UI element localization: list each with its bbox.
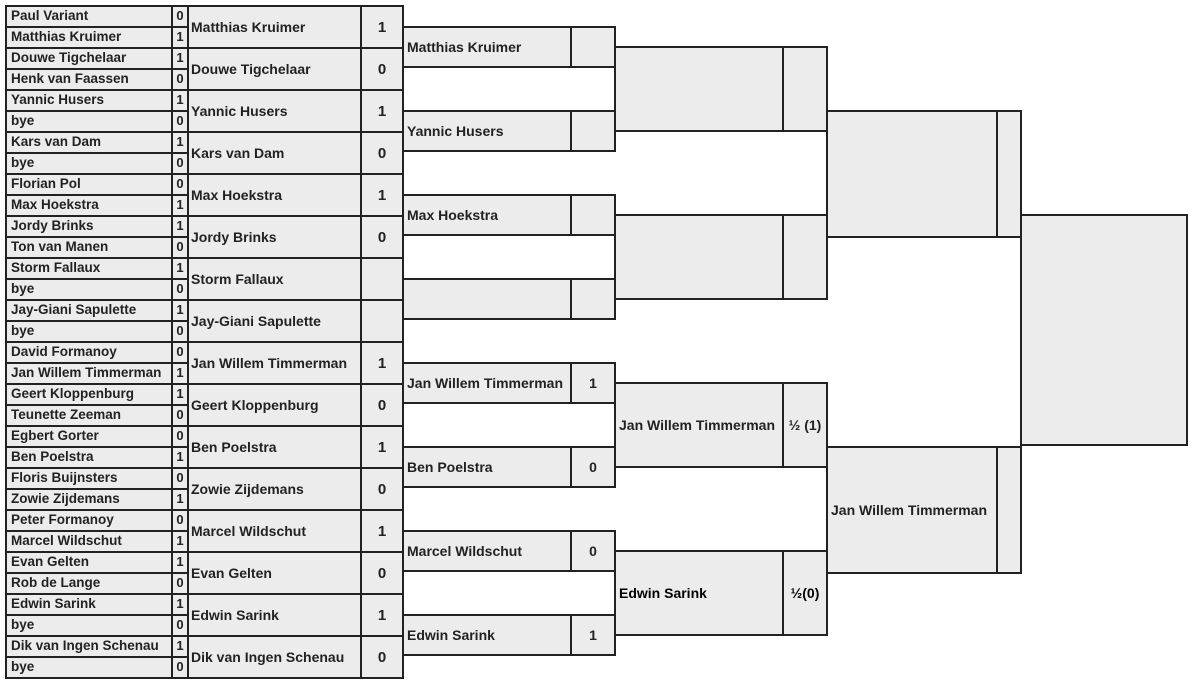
round1-player-name: Jay-Giani Sapulette: [5, 299, 173, 322]
round2-player-score: 0: [360, 467, 404, 511]
round5-player-name: Jan Willem Timmerman: [826, 446, 998, 574]
round1-player-name: David Formanoy: [5, 341, 173, 364]
round2-player-name: Evan Gelten: [187, 551, 362, 595]
round3-player-name: Edwin Sarink: [402, 614, 572, 656]
round3-player-name: Yannic Husers: [402, 110, 572, 152]
round1-player-name: Ton van Manen: [5, 236, 173, 259]
round2-player-name: Storm Fallaux: [187, 257, 362, 301]
round3-player-score: [570, 110, 616, 152]
round1-player-name: Douwe Tigchelaar: [5, 47, 173, 70]
round1-player-name: Florian Pol: [5, 173, 173, 196]
round2-player-name: Jordy Brinks: [187, 215, 362, 259]
round2-player-name: Jan Willem Timmerman: [187, 341, 362, 385]
round2-player-name: Jay-Giani Sapulette: [187, 299, 362, 343]
round1-player-name: Floris Buijnsters: [5, 467, 173, 490]
round2-player-score: 1: [360, 593, 404, 637]
round1-player-name: Henk van Faassen: [5, 68, 173, 91]
round1-player-name: Jordy Brinks: [5, 215, 173, 238]
round1-player-name: Matthias Kruimer: [5, 26, 173, 49]
round3-player-score: [570, 26, 616, 68]
round1-player-name: Evan Gelten: [5, 551, 173, 574]
round2-player-score: 0: [360, 131, 404, 175]
round5-player-score: [996, 446, 1022, 574]
round2-player-score: [360, 299, 404, 343]
round1-player-name: bye: [5, 614, 173, 637]
round2-player-name: Edwin Sarink: [187, 593, 362, 637]
round2-player-name: Max Hoekstra: [187, 173, 362, 217]
round1-player-name: Geert Kloppenburg: [5, 383, 173, 406]
round1-player-name: Yannic Husers: [5, 89, 173, 112]
round1-player-name: Edwin Sarink: [5, 593, 173, 616]
round2-player-score: 0: [360, 47, 404, 91]
round1-player-name: Max Hoekstra: [5, 194, 173, 217]
round2-player-name: Geert Kloppenburg: [187, 383, 362, 427]
round3-player-name: Ben Poelstra: [402, 446, 572, 488]
round1-player-name: Rob de Lange: [5, 572, 173, 595]
round2-player-name: Marcel Wildschut: [187, 509, 362, 553]
round3-player-score: [570, 194, 616, 236]
round1-player-name: Teunette Zeeman: [5, 404, 173, 427]
round1-player-name: Dik van Ingen Schenau: [5, 635, 173, 658]
round4-player-name: Edwin Sarink: [614, 550, 784, 636]
round2-player-name: Douwe Tigchelaar: [187, 47, 362, 91]
round1-player-name: bye: [5, 152, 173, 175]
round1-player-name: Kars van Dam: [5, 131, 173, 154]
round3-player-name: Matthias Kruimer: [402, 26, 572, 68]
round4-player-score: ½(0): [782, 550, 828, 636]
round2-player-score: 0: [360, 635, 404, 679]
round1-player-name: Paul Variant: [5, 5, 173, 28]
round3-player-name: Jan Willem Timmerman: [402, 362, 572, 404]
round2-player-score: 0: [360, 215, 404, 259]
round2-player-score: [360, 257, 404, 301]
round2-player-name: Dik van Ingen Schenau: [187, 635, 362, 679]
round5-player-score: [996, 110, 1022, 238]
round1-player-name: Egbert Gorter: [5, 425, 173, 448]
round1-player-name: bye: [5, 656, 173, 679]
round4-player-score: [782, 46, 828, 132]
round2-player-score: 0: [360, 551, 404, 595]
round2-player-name: Yannic Husers: [187, 89, 362, 133]
round3-player-score: 0: [570, 446, 616, 488]
round1-player-name: Jan Willem Timmerman: [5, 362, 173, 385]
round2-player-score: 1: [360, 5, 404, 49]
round2-player-score: 1: [360, 89, 404, 133]
round3-player-name: Marcel Wildschut: [402, 530, 572, 572]
final-slot: [1020, 214, 1188, 446]
round1-player-name: Storm Fallaux: [5, 257, 173, 280]
round5-player-name: [826, 110, 998, 238]
round1-player-name: bye: [5, 320, 173, 343]
round1-player-name: Ben Poelstra: [5, 446, 173, 469]
round3-player-score: [570, 278, 616, 320]
round3-player-score: 1: [570, 362, 616, 404]
round2-player-score: 1: [360, 509, 404, 553]
round3-player-score: 1: [570, 614, 616, 656]
round1-player-name: Zowie Zijdemans: [5, 488, 173, 511]
round4-player-name: Jan Willem Timmerman: [614, 382, 784, 468]
round3-player-score: 0: [570, 530, 616, 572]
round4-player-name: [614, 214, 784, 300]
round1-player-name: Marcel Wildschut: [5, 530, 173, 553]
round4-player-name: [614, 46, 784, 132]
round2-player-name: Ben Poelstra: [187, 425, 362, 469]
round2-player-score: 0: [360, 383, 404, 427]
round2-player-name: Matthias Kruimer: [187, 5, 362, 49]
round1-player-name: Peter Formanoy: [5, 509, 173, 532]
round3-player-name: Max Hoekstra: [402, 194, 572, 236]
round2-player-score: 1: [360, 425, 404, 469]
round2-player-name: Kars van Dam: [187, 131, 362, 175]
round4-player-score: ½ (1): [782, 382, 828, 468]
round2-player-score: 1: [360, 341, 404, 385]
round4-player-score: [782, 214, 828, 300]
round2-player-score: 1: [360, 173, 404, 217]
round1-player-name: bye: [5, 278, 173, 301]
round2-player-name: Zowie Zijdemans: [187, 467, 362, 511]
round3-player-name: [402, 278, 572, 320]
round1-player-name: bye: [5, 110, 173, 133]
